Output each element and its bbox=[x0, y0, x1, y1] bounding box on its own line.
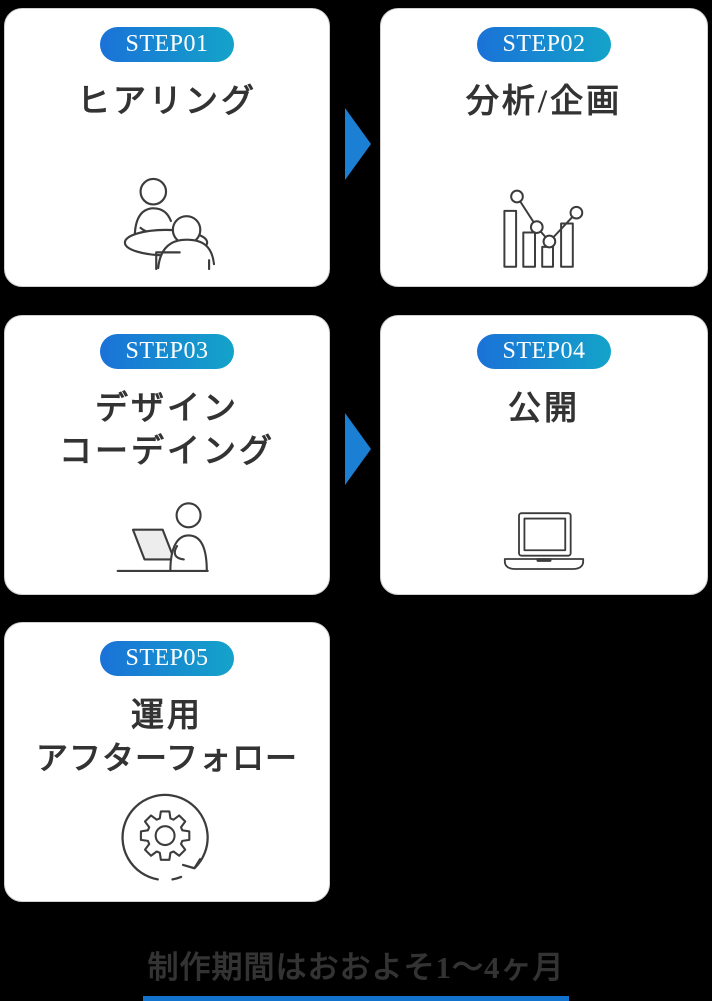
step02-icon-area bbox=[490, 186, 598, 270]
step02-badge: STEP02 bbox=[477, 27, 611, 62]
step-card-05: STEP05 運用 アフターフォロー bbox=[4, 622, 330, 902]
footer-underline bbox=[143, 996, 569, 1001]
step05-icon-area bbox=[115, 790, 219, 885]
step01-badge-label: STEP01 bbox=[125, 31, 209, 57]
step04-icon-area bbox=[494, 510, 594, 578]
step01-title: ヒアリング bbox=[77, 84, 257, 120]
step02-title: 分析/企画 bbox=[465, 84, 623, 120]
step04-badge-label: STEP04 bbox=[502, 338, 586, 364]
step-card-03: STEP03 デザイン コーデイング bbox=[4, 315, 330, 595]
bar-chart-icon bbox=[503, 189, 584, 268]
step01-icon-area bbox=[108, 177, 226, 270]
step02-badge-label: STEP02 bbox=[502, 31, 586, 57]
step03-icon-area bbox=[110, 491, 225, 578]
step-card-04: STEP04 公開 bbox=[380, 315, 708, 595]
arrow-right-icon bbox=[345, 108, 371, 180]
step03-title: デザイン コーデイング bbox=[59, 391, 275, 470]
step01-badge: STEP01 bbox=[100, 27, 234, 62]
meeting-icon bbox=[123, 177, 216, 270]
step04-title: 公開 bbox=[508, 391, 580, 427]
step05-badge-label: STEP05 bbox=[125, 645, 209, 671]
step05-badge: STEP05 bbox=[100, 641, 234, 676]
arrow-right-icon bbox=[345, 413, 371, 485]
step04-badge: STEP04 bbox=[477, 334, 611, 369]
laptop-icon bbox=[503, 512, 585, 570]
footer-text: 制作期間はおおよそ1〜4ヶ月 bbox=[147, 950, 565, 985]
step-card-02: STEP02 分析/企画 bbox=[380, 8, 708, 287]
gear-cycle-icon bbox=[121, 793, 209, 881]
step03-badge-label: STEP03 bbox=[125, 338, 209, 364]
step03-badge: STEP03 bbox=[100, 334, 234, 369]
step-card-01: STEP01 ヒアリング bbox=[4, 8, 330, 287]
step05-title: 運用 アフターフォロー bbox=[35, 698, 299, 776]
person-laptop-icon bbox=[116, 502, 209, 572]
footer: 制作期間はおおよそ1〜4ヶ月 bbox=[0, 942, 712, 1001]
